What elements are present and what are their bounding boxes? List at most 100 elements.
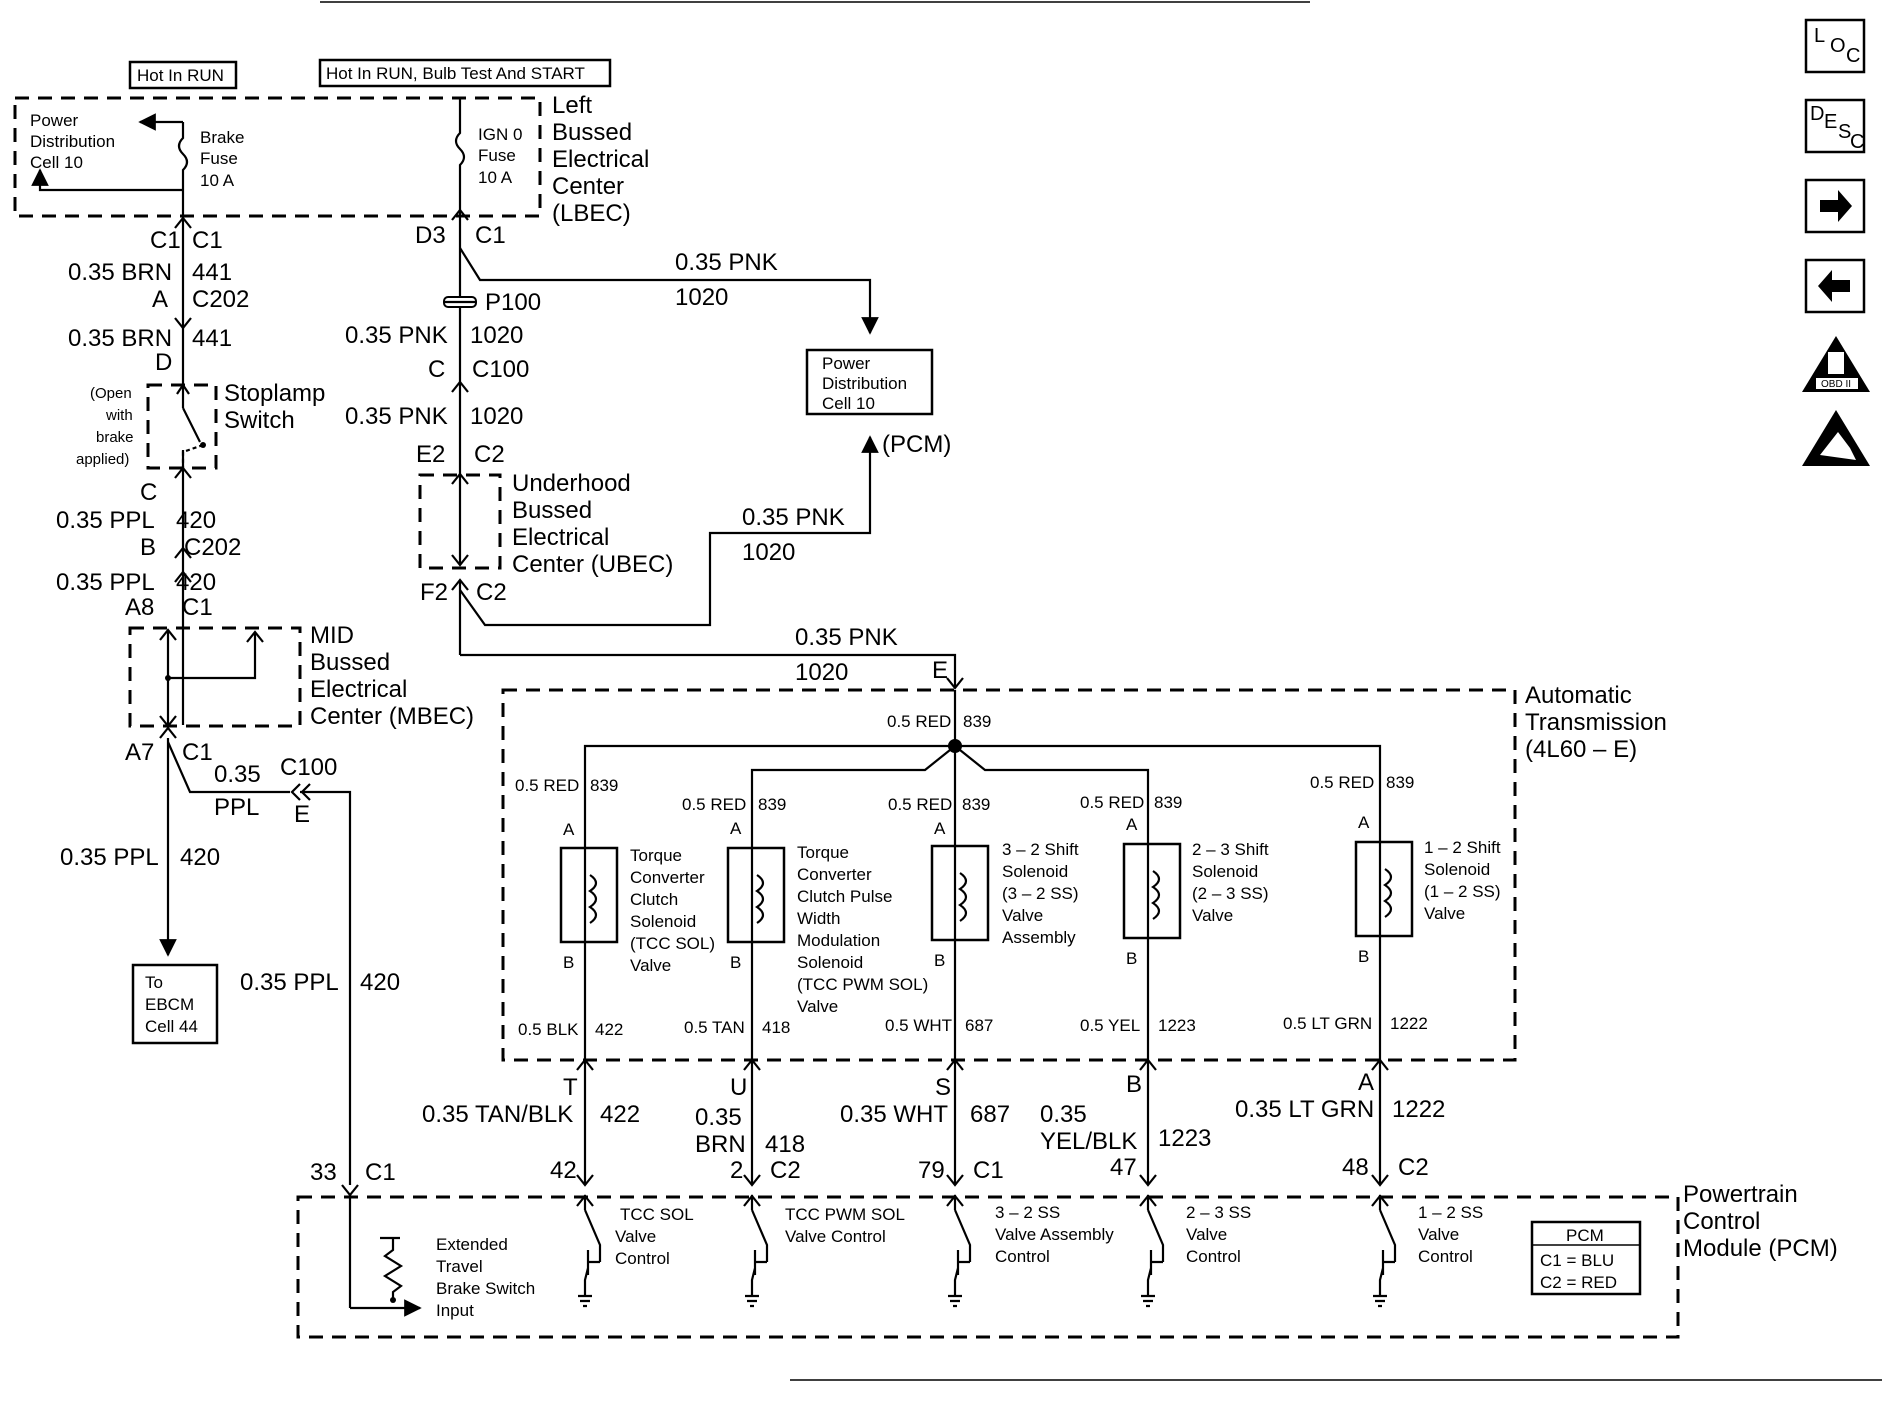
svg-text:Solenoid: Solenoid <box>1424 860 1490 879</box>
pin-e2: E2 <box>416 441 445 468</box>
svg-text:O: O <box>1830 35 1846 57</box>
esd-warning-icon[interactable] <box>1802 410 1870 466</box>
svg-text:Power: Power <box>30 111 79 130</box>
mbec-box: MID Bussed Electrical Center (MBEC) <box>128 622 474 730</box>
svg-text:Torque: Torque <box>797 843 849 862</box>
arrow-left-icon[interactable] <box>1804 258 1866 314</box>
circuit-418: 418 <box>765 1131 805 1158</box>
svg-text:839: 839 <box>590 776 618 795</box>
svg-text:B: B <box>563 953 574 972</box>
svg-text:Valve Control: Valve Control <box>785 1227 886 1246</box>
wire-brn-harness: BRN <box>695 1131 746 1158</box>
wire-0-35-lt-grn: 0.35 LT GRN <box>1235 1096 1374 1123</box>
pin-a-harness: A <box>1358 1069 1374 1096</box>
pin-u: U <box>730 1074 747 1101</box>
svg-text:Transmission: Transmission <box>1525 709 1667 736</box>
svg-text:Bussed: Bussed <box>512 497 592 524</box>
pcm-pin-79: 79 <box>918 1157 945 1184</box>
pin-d3: D3 <box>415 222 446 249</box>
desc-icon[interactable]: D E S C <box>1804 98 1866 154</box>
c1-a7: C1 <box>182 739 213 766</box>
circuit-420-b: 420 <box>176 569 216 596</box>
c2-right: C2 <box>1398 1154 1429 1181</box>
svg-text:Control: Control <box>995 1247 1050 1266</box>
circuit-1222: 1222 <box>1392 1096 1445 1123</box>
circuit-441-b: 441 <box>192 325 232 352</box>
svg-text:OBD II: OBD II <box>1821 379 1851 390</box>
wire-yel-blk: YEL/BLK <box>1040 1128 1137 1155</box>
svg-text:Solenoid: Solenoid <box>1002 862 1068 881</box>
pcm-outline <box>296 1195 1680 1339</box>
svg-text:0.5 LT GRN: 0.5 LT GRN <box>1283 1014 1372 1033</box>
c1-left-b: C1 <box>192 227 223 254</box>
lbec-outline <box>13 96 542 218</box>
svg-text:Valve: Valve <box>630 956 671 975</box>
wire-0-35-e: 0.35 <box>214 761 261 788</box>
c2-left: C2 <box>770 1157 801 1184</box>
pcm-pin-33: 33 <box>310 1159 337 1186</box>
svg-text:MID: MID <box>310 622 354 649</box>
feed-branches <box>583 744 1382 836</box>
svg-text:Powertrain: Powertrain <box>1683 1181 1798 1208</box>
obd-ii-icon[interactable]: OBD II <box>1802 336 1870 392</box>
wire-0-35-yel: 0.35 <box>1040 1101 1087 1128</box>
c100-mid: C100 <box>472 356 529 383</box>
svg-text:Brake: Brake <box>200 128 244 147</box>
circuit-441-a: 441 <box>192 259 232 286</box>
svg-text:839: 839 <box>962 795 990 814</box>
svg-text:Converter: Converter <box>797 865 872 884</box>
svg-text:Converter: Converter <box>630 868 705 887</box>
svg-text:C: C <box>1850 131 1864 153</box>
svg-text:Clutch Pulse: Clutch Pulse <box>797 887 892 906</box>
svg-text:EBCM: EBCM <box>145 995 194 1014</box>
svg-text:1222: 1222 <box>1390 1014 1428 1033</box>
ign-fuse: IGN 0 Fuse 10 A <box>454 98 522 210</box>
svg-text:Electrical: Electrical <box>512 524 609 551</box>
loc-icon[interactable]: L O C <box>1804 18 1866 74</box>
circuit-1020-r2: 1020 <box>742 539 795 566</box>
wire-0-35-ppl-a: 0.35 PPL <box>56 507 155 534</box>
harness-wires <box>576 1058 1389 1187</box>
c100-left: C100 <box>280 754 337 781</box>
svg-text:Bussed: Bussed <box>310 649 390 676</box>
pnk-wire-path <box>443 208 964 690</box>
svg-text:687: 687 <box>965 1016 993 1035</box>
svg-text:(LBEC): (LBEC) <box>552 200 631 227</box>
lbec-title: Left Bussed Electrical Center (LBEC) <box>552 92 649 227</box>
ubec-box: Underhood Bussed Electrical Center (UBEC… <box>418 470 673 578</box>
svg-text:0.5 RED: 0.5 RED <box>888 795 952 814</box>
pin-e-mid: E <box>932 657 948 684</box>
power-distribution-cell10-box: Power Distribution Cell 10 <box>805 348 934 416</box>
c1-mid: C1 <box>973 1157 1004 1184</box>
circuit-422: 422 <box>600 1101 640 1128</box>
svg-text:Distribution: Distribution <box>30 132 115 151</box>
transmission-outline <box>501 688 1517 1062</box>
svg-text:0.5 YEL: 0.5 YEL <box>1080 1016 1140 1035</box>
svg-text:Cell 44: Cell 44 <box>145 1017 198 1036</box>
svg-text:A: A <box>934 819 946 838</box>
pin-d-left: D <box>155 349 172 376</box>
svg-text:0.5 WHT: 0.5 WHT <box>885 1016 952 1035</box>
svg-text:Solenoid: Solenoid <box>630 912 696 931</box>
svg-text:TCC SOL: TCC SOL <box>620 1205 694 1224</box>
svg-text:1 – 2 Shift: 1 – 2 Shift <box>1424 838 1501 857</box>
svg-text:Solenoid: Solenoid <box>1192 862 1258 881</box>
feed-circuit-label: 839 <box>963 712 991 731</box>
circuit-420-a: 420 <box>176 507 216 534</box>
wire-0-35-brn-harness: 0.35 <box>695 1104 742 1131</box>
svg-text:Module (PCM): Module (PCM) <box>1683 1235 1838 1262</box>
arrow-right-icon[interactable] <box>1804 178 1866 234</box>
p100-splice: P100 <box>485 289 541 316</box>
svg-text:Switch: Switch <box>224 407 295 434</box>
svg-text:0.5 RED: 0.5 RED <box>1310 773 1374 792</box>
svg-text:Valve: Valve <box>1424 904 1465 923</box>
svg-text:C: C <box>1846 45 1860 67</box>
svg-text:brake: brake <box>96 429 134 446</box>
svg-text:3 – 2 Shift: 3 – 2 Shift <box>1002 840 1079 859</box>
svg-text:Width: Width <box>797 909 840 928</box>
svg-text:Modulation: Modulation <box>797 931 880 950</box>
pin-c-mid: C <box>428 356 445 383</box>
svg-text:D: D <box>1810 103 1824 125</box>
svg-text:10 A: 10 A <box>200 171 235 190</box>
svg-text:(TCC SOL): (TCC SOL) <box>630 934 715 953</box>
